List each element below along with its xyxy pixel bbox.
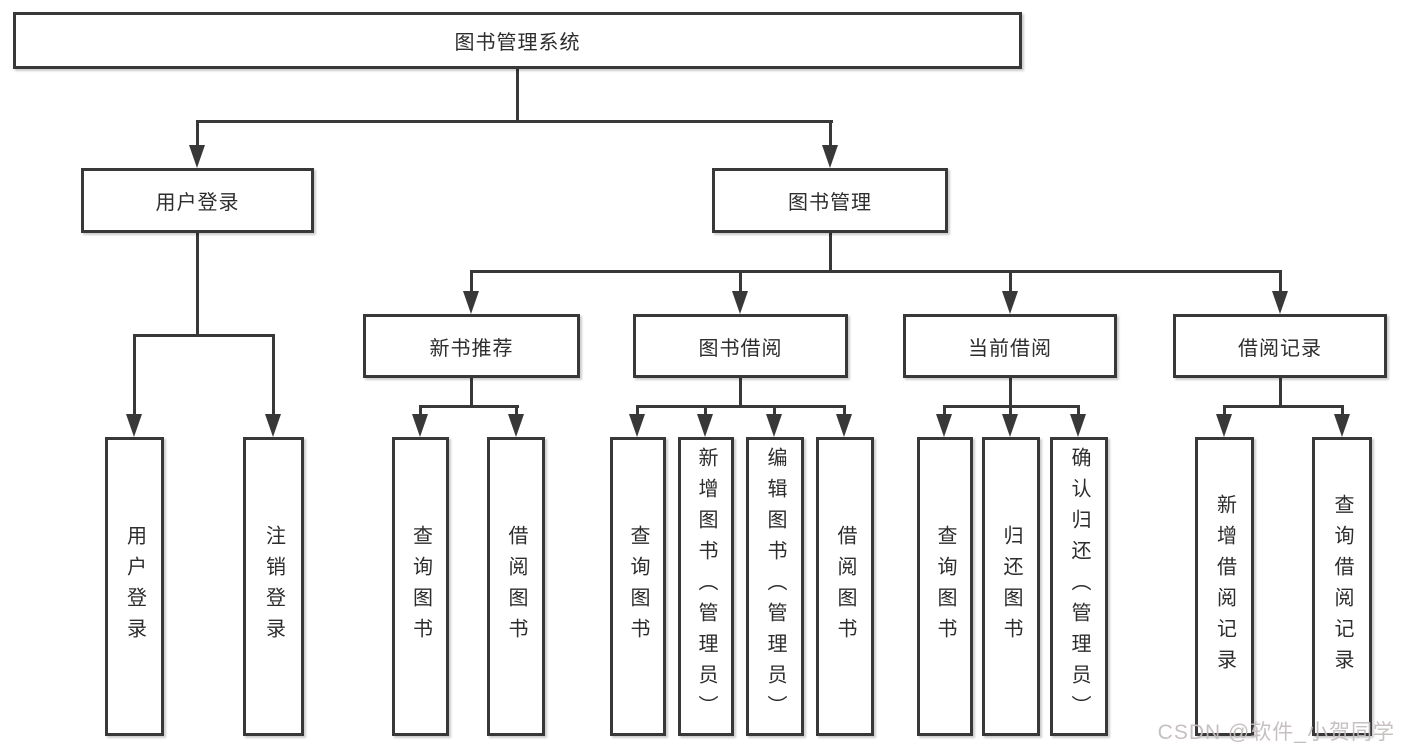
connector-line [516, 69, 519, 121]
connector-line [419, 405, 422, 417]
node-new-book-recommend: 新书推荐 [363, 314, 580, 378]
arrow-down-icon [1070, 414, 1086, 437]
connector-line [470, 270, 473, 294]
arrow-down-icon [766, 414, 782, 437]
leaf-edit-books-admin-label: 编辑图书（管理员） [764, 447, 786, 726]
connector-line [773, 405, 776, 417]
arrow-down-icon [1334, 414, 1350, 437]
leaf-add-books-admin-label: 新增图书（管理员） [695, 447, 717, 726]
node-borrowing-records: 借阅记录 [1173, 314, 1387, 378]
connector-line [196, 120, 199, 150]
leaf-add-books-admin: 新增图书（管理员） [678, 437, 734, 736]
connector-line [515, 405, 518, 417]
node-library-system: 图书管理系统 [13, 12, 1022, 69]
connector-line [943, 405, 946, 417]
connector-line [1009, 405, 1012, 417]
arrow-down-icon [126, 414, 142, 437]
leaf-user-login-label: 用户登录 [123, 524, 146, 649]
arrow-down-icon [936, 414, 952, 437]
leaf-return-books: 归还图书 [982, 437, 1040, 736]
leaf-edit-books-admin: 编辑图书（管理员） [746, 437, 804, 736]
arrow-down-icon [189, 145, 205, 168]
node-current-borrowing: 当前借阅 [903, 314, 1117, 378]
connector-line [1279, 270, 1282, 294]
leaf-query-books-recommend-label: 查询图书 [409, 524, 432, 649]
arrow-down-icon [1272, 291, 1288, 314]
connector-line [133, 334, 136, 417]
leaf-query-books-borrowing-label: 查询图书 [627, 524, 649, 649]
node-book-borrowing: 图书借阅 [633, 314, 848, 378]
leaf-query-borrow-record: 查询借阅记录 [1312, 437, 1372, 736]
connector-line [470, 270, 1282, 273]
arrow-down-icon [1002, 414, 1018, 437]
arrow-down-icon [412, 414, 428, 437]
connector-line [272, 334, 275, 417]
connector-line [739, 270, 742, 294]
arrow-down-icon [822, 145, 838, 168]
arrow-down-icon [629, 414, 645, 437]
leaf-borrow-books: 借阅图书 [816, 437, 874, 736]
node-book-borrowing-label: 图书借阅 [698, 337, 783, 360]
connector-line [196, 120, 833, 123]
leaf-user-login: 用户登录 [105, 437, 164, 736]
node-book-management: 图书管理 [712, 168, 948, 233]
connector-line [1279, 378, 1282, 407]
connector-line [1009, 270, 1012, 294]
leaf-query-books-borrowing: 查询图书 [610, 437, 666, 736]
connector-line [636, 405, 639, 417]
leaf-confirm-return-admin: 确认归还（管理员） [1050, 437, 1108, 736]
connector-line [133, 334, 275, 337]
leaf-return-books-label: 归还图书 [1000, 524, 1022, 649]
connector-line [739, 378, 742, 407]
leaf-confirm-return-admin-label: 确认归还（管理员） [1068, 447, 1090, 726]
leaf-logout: 注销登录 [243, 437, 304, 736]
leaf-add-borrow-record: 新增借阅记录 [1195, 437, 1254, 736]
connector-line [636, 405, 846, 408]
arrow-down-icon [732, 291, 748, 314]
node-library-system-label: 图书管理系统 [454, 32, 581, 54]
arrow-down-icon [265, 414, 281, 437]
connector-line [1009, 378, 1012, 407]
connector-line [704, 405, 707, 417]
leaf-borrow-books-recommend: 借阅图书 [487, 437, 545, 736]
leaf-borrow-books-label: 借阅图书 [834, 524, 856, 649]
leaf-query-borrow-record-label: 查询借阅记录 [1331, 493, 1353, 680]
arrow-down-icon [1002, 291, 1018, 314]
arrow-down-icon [508, 414, 524, 437]
node-user-login-label: 用户登录 [155, 192, 240, 214]
node-book-management-label: 图书管理 [788, 192, 872, 214]
connector-line [196, 233, 199, 336]
connector-line [1341, 405, 1344, 417]
csdn-watermark: CSDN @软件_小贺同学 [1157, 721, 1395, 744]
connector-line [1223, 405, 1226, 417]
connector-line [419, 405, 519, 408]
leaf-add-borrow-record-label: 新增借阅记录 [1213, 493, 1236, 680]
leaf-query-books-current-label: 查询图书 [934, 524, 956, 649]
arrow-down-icon [1216, 414, 1232, 437]
node-user-login: 用户登录 [81, 168, 314, 233]
arrow-down-icon [697, 414, 713, 437]
connector-line [843, 405, 846, 417]
arrow-down-icon [836, 414, 852, 437]
connector-line [829, 120, 832, 150]
leaf-query-books-recommend: 查询图书 [392, 437, 449, 736]
node-current-borrowing-label: 当前借阅 [968, 337, 1052, 360]
leaf-borrow-books-recommend-label: 借阅图书 [505, 524, 527, 649]
connector-line [1077, 405, 1080, 417]
leaf-query-books-current: 查询图书 [917, 437, 973, 736]
leaf-logout-label: 注销登录 [262, 524, 285, 649]
connector-line [470, 378, 473, 407]
node-new-book-recommend-label: 新书推荐 [429, 337, 514, 360]
connector-line [1223, 405, 1344, 408]
connector-line [829, 233, 832, 272]
arrow-down-icon [463, 291, 479, 314]
node-borrowing-records-label: 借阅记录 [1238, 337, 1322, 360]
